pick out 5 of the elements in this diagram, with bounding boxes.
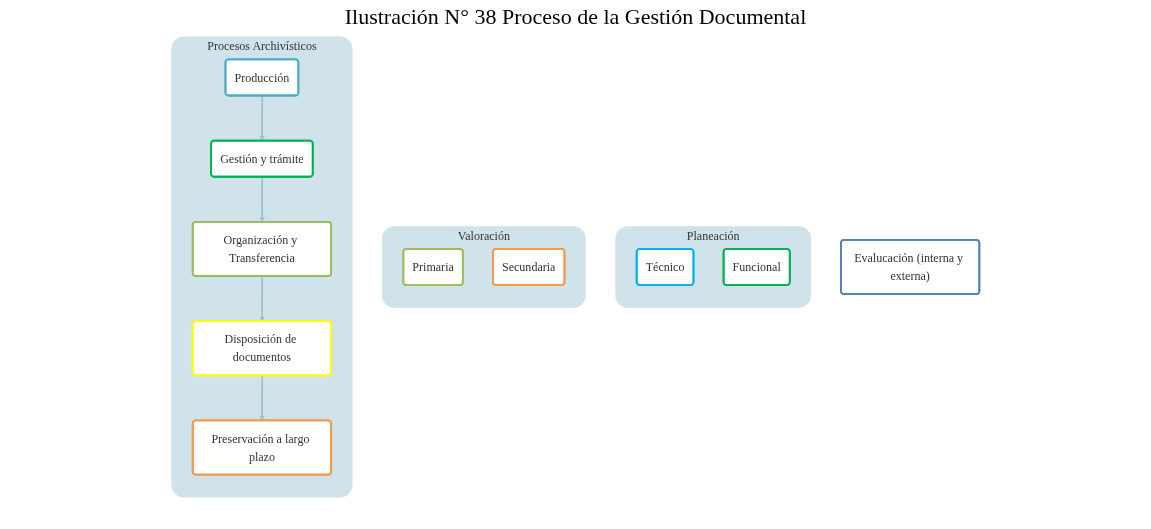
arrow [259,374,265,421]
diagram-title: Ilustración N° 38 Proceso de la Gestión Documental [343,4,808,30]
arrow [259,176,265,223]
arrow [259,275,265,322]
arrow [259,94,265,142]
